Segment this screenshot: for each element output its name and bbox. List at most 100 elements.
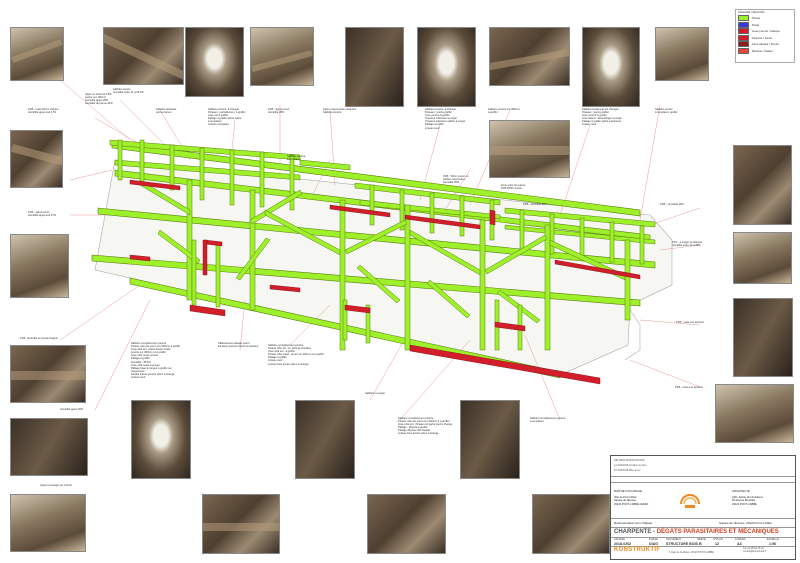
company-brand: KONSTRUKTIF bbox=[614, 547, 661, 553]
legend-item: Lisse pourrie / Attaque bbox=[736, 28, 794, 35]
photo-top-1 bbox=[10, 27, 64, 81]
value-cell: STRUCTURE BOIS bbox=[666, 541, 698, 546]
photo-top-9 bbox=[655, 27, 709, 81]
legend-label: Lisse pourrie / Attaque bbox=[752, 29, 780, 34]
header-cell: N°PLAN bbox=[713, 538, 723, 541]
photo-right-1 bbox=[733, 145, 792, 225]
legend-item: Manque / Défaut bbox=[736, 47, 794, 55]
note-19: Humidité appui 30% bbox=[60, 408, 84, 411]
revision-row: IND DATE MODIFICATIONS bbox=[614, 459, 645, 462]
photo-left-4 bbox=[10, 418, 88, 476]
photo-right-2 bbox=[733, 232, 792, 284]
note-14: Zone entre les panes PI25 RTEV poutre bbox=[501, 184, 526, 191]
legend-swatch bbox=[738, 21, 749, 28]
note-22: PI25 - Lisse pur épiniere bbox=[676, 321, 705, 324]
damaged-members bbox=[129, 179, 641, 385]
header-cell: AFFAIRE bbox=[614, 538, 625, 541]
note-5: Sablière pourrie, à changer Poteaux : pa… bbox=[208, 108, 246, 127]
legend-swatch bbox=[738, 15, 749, 22]
photo-mid-7 bbox=[489, 120, 570, 178]
note-29: Sablière complètement pourrie à remplace… bbox=[530, 417, 566, 424]
photo-top-6 bbox=[417, 27, 476, 107]
company-address: 1 Quai de Kerfetten, 29120 PONT-L'ABBÉ bbox=[669, 551, 714, 554]
revision-row: B 14/05/2018 Mise à jour bbox=[614, 469, 641, 472]
note-20: Appui comptage par mortier bbox=[40, 484, 73, 487]
note-11: Sablière poutre à remplacer, greffer bbox=[655, 108, 678, 115]
legend-label: Fissures / Fente bbox=[752, 35, 773, 40]
value-cell: B bbox=[699, 541, 702, 546]
project-name: Restructuration d'un château bbox=[614, 521, 653, 525]
header-cell: INDICE bbox=[697, 538, 706, 541]
value-cell: 2018-0202 bbox=[614, 541, 632, 546]
value-cell: 12 bbox=[715, 541, 719, 546]
legend-swatch bbox=[738, 34, 749, 41]
legend-swatch bbox=[738, 47, 749, 54]
photo-top-4 bbox=[250, 27, 314, 86]
note-6: PI25 : appui pourri Humidité 28% bbox=[268, 108, 290, 115]
note-7: Appui maçonnerie manquant Sablière pourr… bbox=[323, 108, 357, 115]
note-27: Sablière à purger bbox=[365, 392, 385, 395]
legend-title: LÉGENDE / RELEVÉS bbox=[738, 11, 765, 14]
photo-mid-2 bbox=[202, 494, 280, 554]
company-contact: Tél. 02 98 82 15 24 contact@konstruktif.… bbox=[743, 547, 767, 553]
owner-label: MAÎTRE D'OUVRAGE bbox=[614, 489, 642, 493]
photo-top-3 bbox=[185, 27, 244, 97]
note-2: Appui en traverse PI25 poutre sur 100mm … bbox=[85, 93, 113, 106]
note-18: PI25 - Entrellis au niveau d'appui bbox=[20, 337, 58, 340]
photo-left-5 bbox=[10, 494, 86, 552]
note-21: PI27 - à purger et déposer Humidité entr… bbox=[672, 241, 703, 248]
legend-item: Fissures / Fente bbox=[736, 34, 794, 42]
photo-top-8 bbox=[582, 27, 640, 107]
note-12: Sablière pourrie à remplacer bbox=[287, 155, 306, 162]
note-8: Sablière pourrie, à changer Poteaux : pi… bbox=[425, 108, 466, 130]
note-28: Sablière complètement pourrie Poteau côt… bbox=[398, 417, 453, 436]
note-25: Affaissement plateau pourri Paroisse pan… bbox=[218, 342, 259, 349]
title-part-b: DÉGÂTS PARASITAIRES ET MÉCANIQUES bbox=[656, 529, 779, 535]
note-24: Sablière complètement pourrie Poteau côt… bbox=[131, 342, 181, 380]
photo-right-3 bbox=[733, 298, 793, 377]
header-cell: PHASE bbox=[649, 538, 658, 541]
photo-mid-3 bbox=[295, 400, 355, 479]
note-3: Sablière poutre Humidité entre 21 à 23,5… bbox=[113, 88, 144, 95]
note-1: PI25 - Lade 60mm d'appui Humidité appui … bbox=[28, 108, 59, 115]
note-9: Sablière pourrie sur 800mm à greffer bbox=[488, 108, 521, 115]
value-cell: DIAG bbox=[649, 541, 658, 546]
note-4: Sablière attaquée par les larves bbox=[156, 108, 177, 115]
legend-item: Zone attaqué / Poutre bbox=[736, 41, 794, 48]
legend: LÉGENDE / RELEVÉS Poutre Métal Lisse pou… bbox=[735, 9, 795, 63]
legend-label: Zone attaqué / Poutre bbox=[752, 42, 780, 47]
legend-label: Poutre bbox=[752, 16, 761, 21]
photo-right-4 bbox=[715, 384, 794, 443]
note-15: PI25 - Humidité 28% bbox=[523, 203, 547, 206]
revision-row: A 12/04/2018 Création du plan bbox=[614, 464, 647, 467]
photo-top-7 bbox=[489, 27, 570, 86]
photo-top-5 bbox=[345, 27, 404, 107]
photo-mid-6 bbox=[532, 494, 610, 554]
company-logo-icon bbox=[680, 494, 700, 508]
architect-label: ARCHITECTE bbox=[732, 489, 750, 493]
legend-item: Métal bbox=[736, 21, 794, 29]
header-cell: DOCUMENT bbox=[666, 538, 681, 541]
title-part-a: CHARPENTE bbox=[614, 529, 652, 535]
title-block: IND DATE MODIFICATIONS A 12/04/2018 Créa… bbox=[610, 455, 796, 560]
legend-label: Manque / Défaut bbox=[752, 48, 773, 53]
legend-item: Poutre bbox=[736, 15, 794, 22]
photo-mid-1 bbox=[131, 400, 191, 479]
legend-swatch bbox=[738, 28, 749, 35]
drawing-title: CHARPENTE - DÉGÂTS PARASITAIRES ET MÉCAN… bbox=[614, 529, 779, 535]
note-23: PI25 - Lisse pur épiniere bbox=[675, 386, 704, 389]
photo-mid-5 bbox=[460, 400, 520, 479]
header-cell: ECHELLE bbox=[767, 538, 779, 541]
value-cell: A3 bbox=[737, 541, 742, 546]
project-address: Square de l'Europe, 29120 Pont-L'Abbé bbox=[719, 521, 772, 525]
photo-left-1 bbox=[10, 130, 63, 188]
trusses bbox=[109, 139, 656, 351]
note-13: PI25 : 50mm pourri en parties maçonnées … bbox=[443, 175, 469, 185]
legend-swatch bbox=[738, 41, 749, 48]
legend-label: Métal bbox=[752, 22, 759, 27]
value-cell: 1:50 bbox=[769, 541, 777, 546]
owner-address: Ville de Pont-l'Abbé Square de l'Europe … bbox=[614, 496, 649, 506]
note-10: Sablière trouée par les changes Poteaux … bbox=[582, 108, 622, 127]
